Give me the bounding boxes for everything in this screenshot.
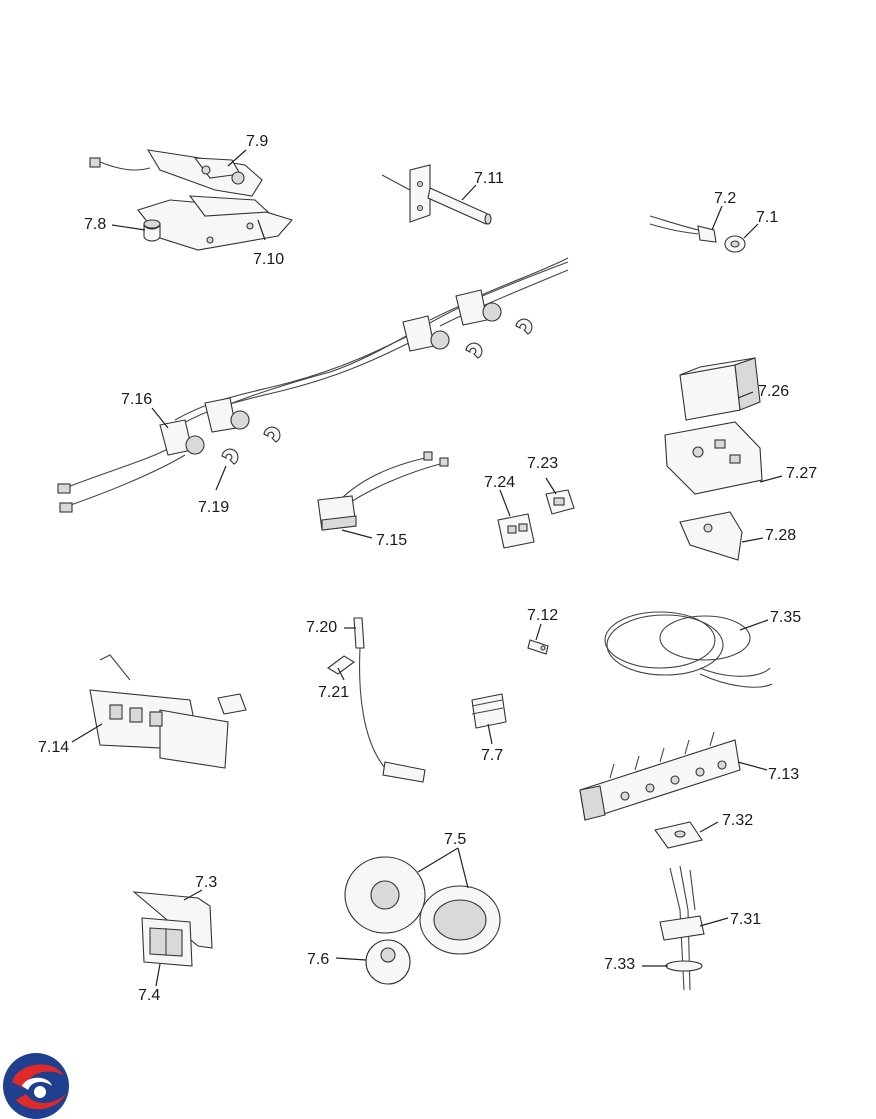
part-7-3-4-transformer bbox=[132, 891, 213, 967]
label-7-26: 7.26 bbox=[758, 383, 789, 400]
part-7-20-21-thermocouple bbox=[327, 617, 426, 783]
label-7-9: 7.9 bbox=[246, 133, 268, 150]
label-7-1: 7.1 bbox=[756, 209, 778, 226]
part-7-7-clip bbox=[471, 693, 507, 729]
part-7-26-27-28-relay-set bbox=[664, 357, 763, 561]
part-7-35-cable-loom bbox=[604, 611, 773, 688]
part-7-24-23-connectors bbox=[497, 489, 575, 549]
brand-swirl-logo-icon bbox=[3, 1053, 69, 1119]
leader-lines bbox=[71, 149, 783, 987]
label-7-33: 7.33 bbox=[604, 956, 635, 973]
part-labels: 7.9 7.8 7.10 7.11 7.2 7.1 7.16 7.19 7.15… bbox=[38, 133, 817, 1004]
part-7-2-1-indicator-lamp bbox=[649, 215, 746, 253]
label-7-31: 7.31 bbox=[730, 911, 761, 928]
part-7-16-19-ignition-harness bbox=[57, 257, 569, 513]
part-7-12-clip bbox=[527, 639, 549, 655]
label-7-16: 7.16 bbox=[121, 391, 152, 408]
label-7-15: 7.15 bbox=[376, 532, 407, 549]
label-7-11: 7.11 bbox=[474, 170, 504, 187]
label-7-3: 7.3 bbox=[195, 874, 217, 891]
label-7-14: 7.14 bbox=[38, 739, 69, 756]
part-7-5-6-burner-assembly bbox=[344, 856, 501, 985]
part-7-14-gas-valve bbox=[89, 654, 247, 769]
label-7-10: 7.10 bbox=[253, 251, 284, 268]
label-7-23: 7.23 bbox=[527, 455, 558, 472]
label-7-21: 7.21 bbox=[318, 684, 349, 701]
label-7-6: 7.6 bbox=[307, 951, 329, 968]
part-7-9-10-bracket-assembly bbox=[89, 149, 293, 251]
part-7-15-sensor-lead bbox=[317, 451, 449, 531]
part-7-13-terminal-strip bbox=[579, 731, 741, 821]
label-7-8: 7.8 bbox=[84, 216, 106, 233]
label-7-2: 7.2 bbox=[714, 190, 736, 207]
label-7-7: 7.7 bbox=[481, 747, 503, 764]
label-7-19: 7.19 bbox=[198, 499, 229, 516]
label-7-20: 7.20 bbox=[306, 619, 337, 636]
label-7-28: 7.28 bbox=[765, 527, 796, 544]
label-7-12: 7.12 bbox=[527, 607, 558, 624]
label-7-35: 7.35 bbox=[770, 609, 801, 626]
label-7-4: 7.4 bbox=[138, 987, 160, 1004]
label-7-24: 7.24 bbox=[484, 474, 515, 491]
label-7-27: 7.27 bbox=[786, 465, 817, 482]
part-7-32-31-33-cable-gland bbox=[654, 821, 705, 991]
part-7-11-probe-rod bbox=[381, 164, 492, 225]
label-7-5: 7.5 bbox=[444, 831, 466, 848]
label-7-32: 7.32 bbox=[722, 812, 753, 829]
label-7-13: 7.13 bbox=[768, 766, 799, 783]
